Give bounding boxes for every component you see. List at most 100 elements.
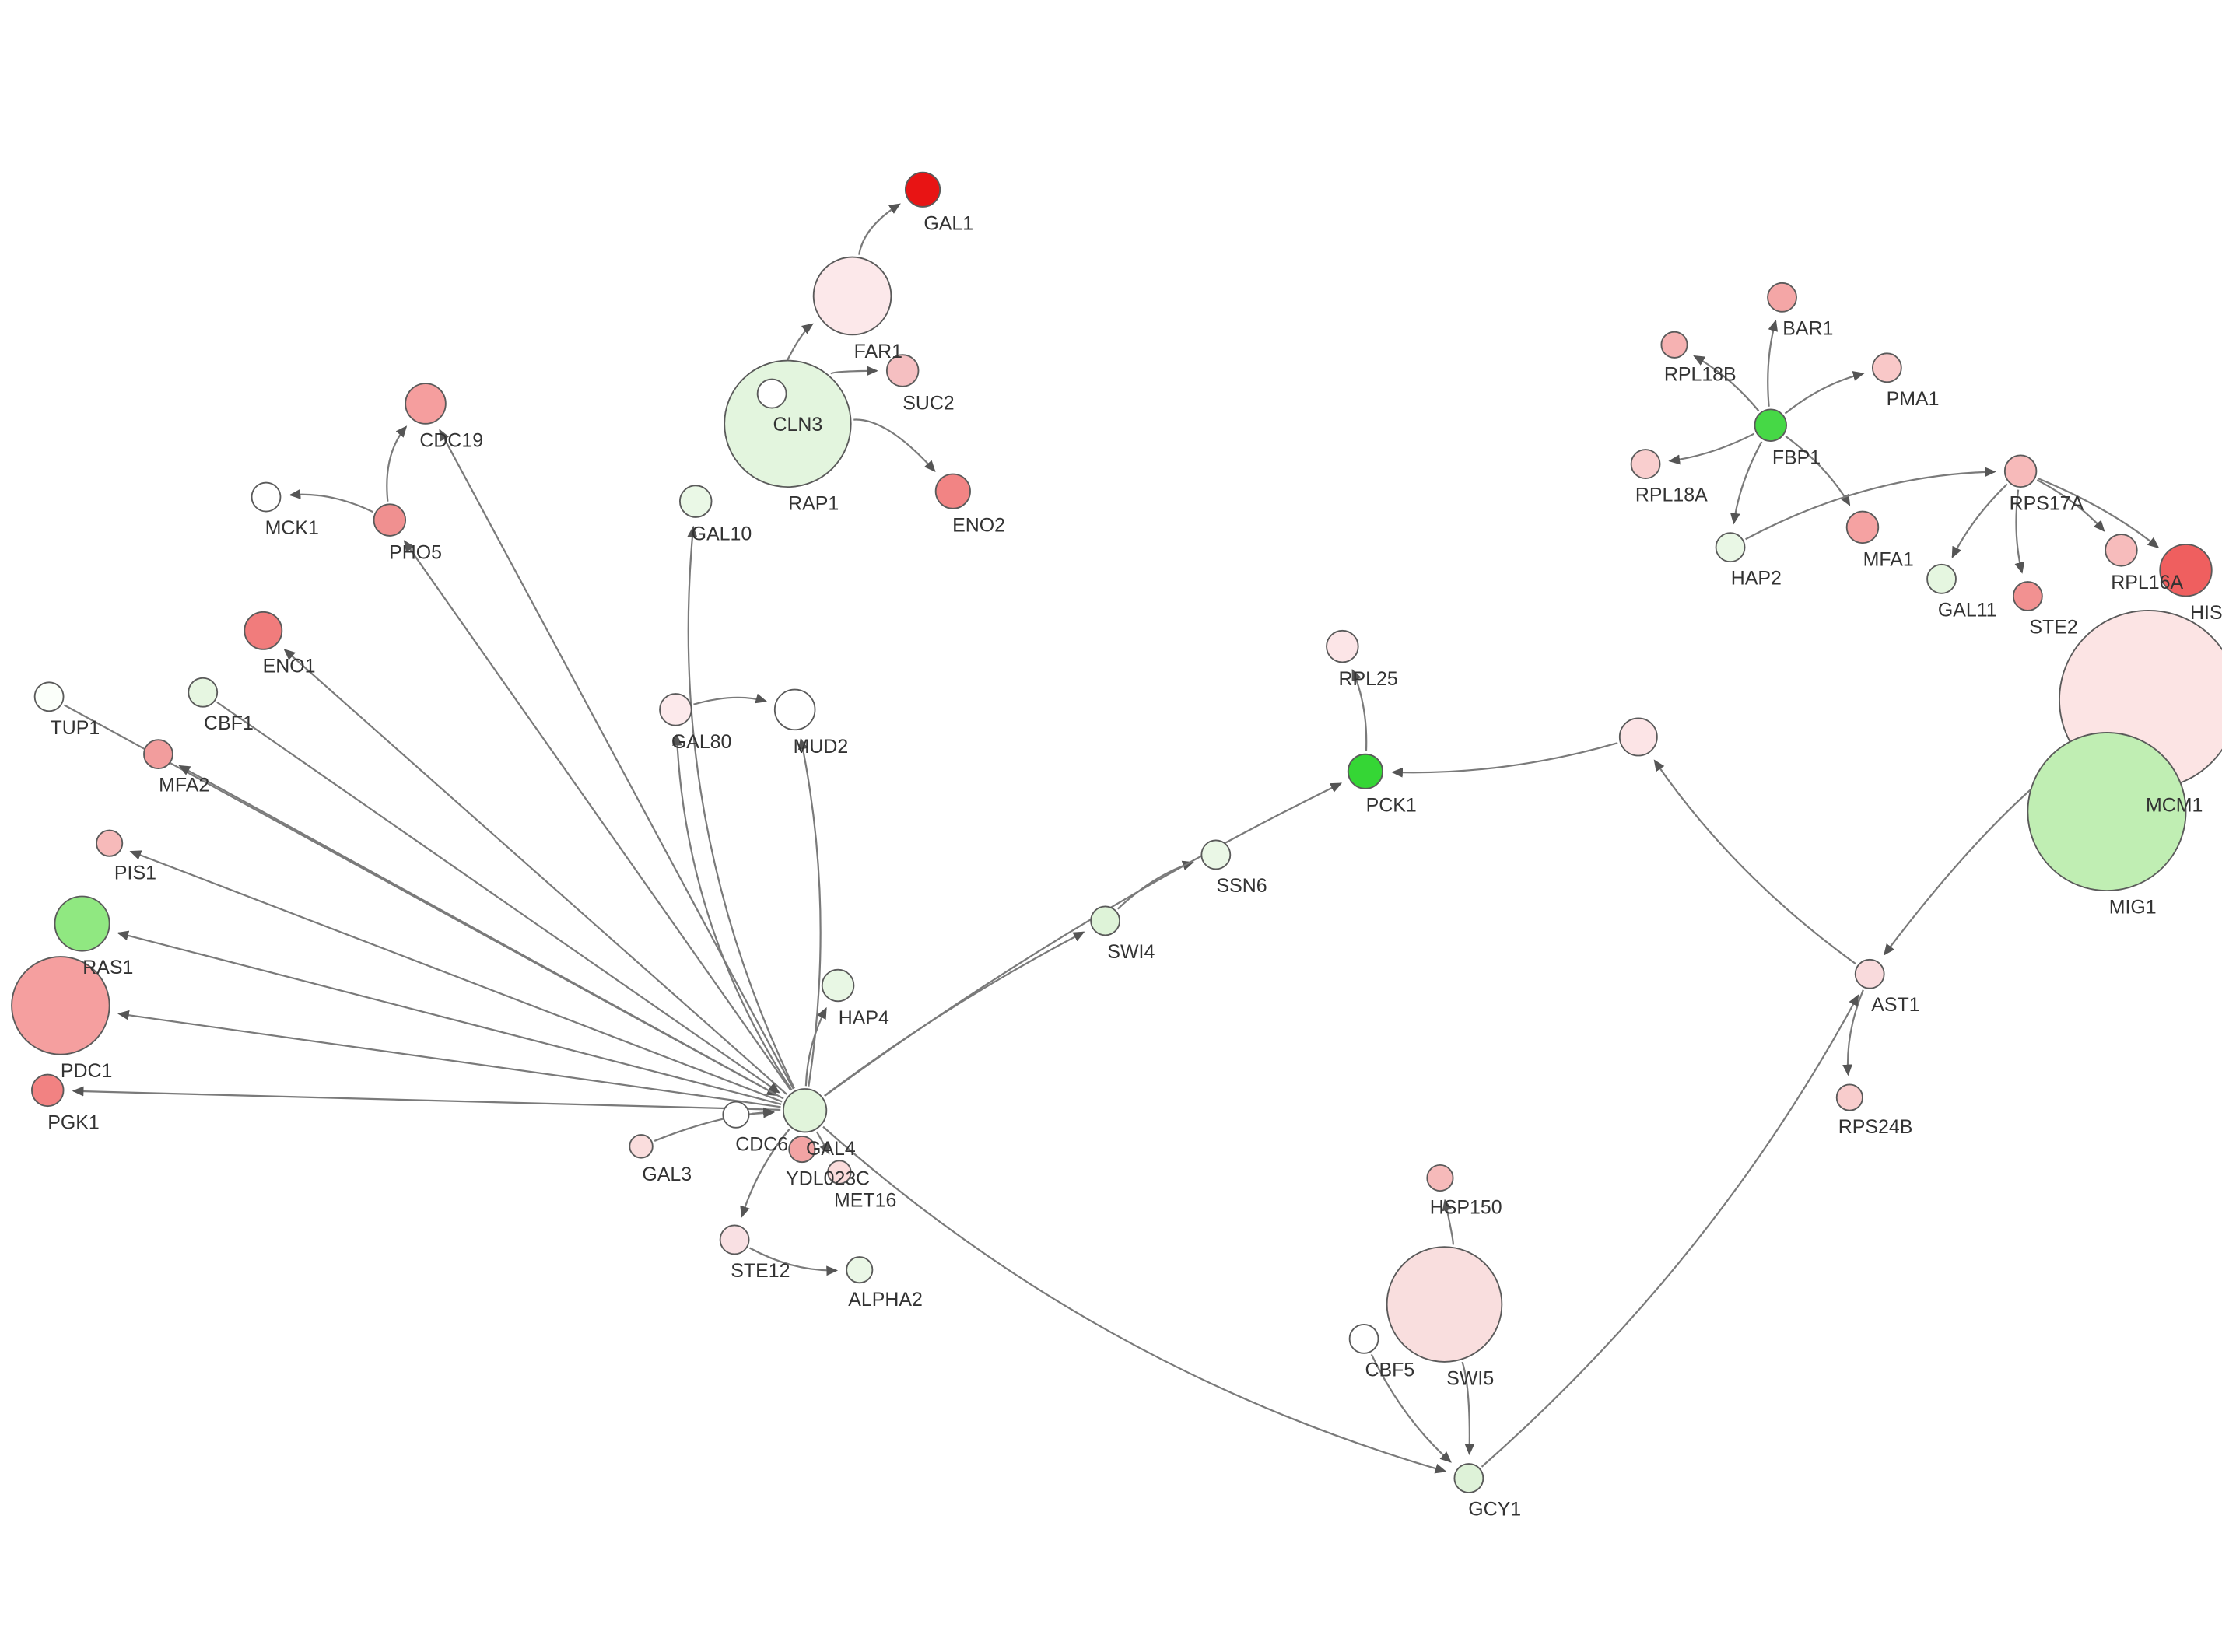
node-SWI4[interactable]: [1090, 905, 1121, 936]
node-RAS1[interactable]: [54, 895, 110, 952]
node-FAR1[interactable]: [812, 256, 892, 336]
node-STE12[interactable]: [719, 1224, 750, 1255]
node-ENO1[interactable]: [244, 611, 283, 650]
node-GAL3[interactable]: [629, 1134, 654, 1159]
edge-FBP1-MFA1[interactable]: [1785, 435, 1851, 506]
node-PCK1[interactable]: [1347, 753, 1383, 789]
node-SSN6[interactable]: [1200, 839, 1232, 870]
edge-RAP1-ENO2[interactable]: [853, 418, 936, 472]
edge-GAL4-ENO1[interactable]: [283, 649, 787, 1095]
node-MFA2[interactable]: [143, 739, 173, 770]
edge-PCK1-RPL25[interactable]: [1351, 668, 1368, 752]
edge-RPS17A-RPL16A[interactable]: [2036, 479, 2105, 532]
edge-GAL4-MUD2[interactable]: [797, 737, 822, 1087]
node-MIG1[interactable]: [2027, 732, 2187, 892]
node-RPS17A[interactable]: [2003, 454, 2038, 488]
edge-GAL4-RAS1[interactable]: [117, 930, 782, 1105]
edge-GAL4-CDC19[interactable]: [439, 429, 794, 1090]
node-ENO2[interactable]: [934, 473, 971, 509]
node-CBF5[interactable]: [1348, 1323, 1379, 1354]
node-SUC2[interactable]: [885, 354, 920, 387]
edge-GAL4-PCK1[interactable]: [824, 782, 1343, 1097]
node-RPL25[interactable]: [1326, 629, 1359, 663]
edge-STE12-ALPHA2[interactable]: [749, 1247, 839, 1276]
edge-AST1-UNNAMED1[interactable]: [1653, 759, 1856, 965]
node-STE2[interactable]: [2012, 581, 2043, 611]
edge-AST1-RPS24B[interactable]: [1842, 989, 1864, 1076]
edge-FBP1-RPL18A[interactable]: [1668, 432, 1754, 465]
edge-CDC6-GAL4[interactable]: [752, 1108, 775, 1118]
edge-PHO5-CDC19[interactable]: [386, 425, 408, 502]
edge-GAL4-HAP4[interactable]: [804, 1006, 827, 1087]
node-MUD2[interactable]: [773, 688, 816, 731]
node-HAP2[interactable]: [1715, 532, 1746, 563]
edge-GAL4-GAL10[interactable]: [687, 525, 795, 1089]
edge-GAL4-GAL80[interactable]: [672, 733, 793, 1091]
edge-GAL4-PHO5[interactable]: [403, 540, 792, 1091]
edge-RAP1-SUC2[interactable]: [830, 366, 878, 376]
node-PDC1[interactable]: [11, 956, 110, 1055]
edge-GAL4-PIS1[interactable]: [129, 850, 783, 1103]
node-RAP1[interactable]: [724, 359, 852, 488]
node-GAL4[interactable]: [782, 1088, 828, 1133]
node-AST1[interactable]: [1854, 958, 1885, 989]
node-RPL18A[interactable]: [1630, 449, 1661, 479]
edge-GAL4-MET16[interactable]: [815, 1131, 830, 1155]
edge-FBP1-PMA1[interactable]: [1784, 371, 1865, 415]
node-GAL11[interactable]: [1926, 563, 1957, 594]
node-CDC19[interactable]: [405, 383, 447, 425]
edge-GAL3-GAL4[interactable]: [654, 1107, 775, 1142]
node-FBP1[interactable]: [1754, 408, 1787, 442]
edge-GAL4-STE12[interactable]: [740, 1129, 790, 1218]
edge-GAL80-MUD2[interactable]: [693, 693, 768, 705]
edge-SWI5-GCY1[interactable]: [1461, 1361, 1475, 1455]
edge-CBF5-GCY1[interactable]: [1370, 1353, 1452, 1463]
node-UNNAMED1[interactable]: [1618, 717, 1658, 757]
node-GAL10[interactable]: [678, 485, 713, 518]
node-RPS24B[interactable]: [1835, 1083, 1863, 1111]
node-GAL80[interactable]: [659, 693, 692, 726]
edge-PHO5-MCK1[interactable]: [289, 488, 373, 513]
node-PGK1[interactable]: [31, 1073, 65, 1108]
node-HSP150[interactable]: [1426, 1164, 1454, 1192]
node-SWI5[interactable]: [1386, 1246, 1503, 1363]
edge-RPS17A-HIS4[interactable]: [2037, 477, 2160, 549]
node-TUP1[interactable]: [33, 681, 65, 712]
node-HIS4[interactable]: [2159, 544, 2213, 597]
node-PHO5[interactable]: [373, 503, 407, 537]
edge-GCY1-AST1[interactable]: [1481, 994, 1859, 1468]
edge-GAL4-GCY1[interactable]: [822, 1125, 1447, 1474]
edge-SWI4-SSN6[interactable]: [1116, 860, 1194, 910]
node-RPL18B[interactable]: [1660, 331, 1688, 359]
edge-RPS17A-STE2[interactable]: [2014, 489, 2025, 574]
edge-HAP2-RPS17A[interactable]: [1745, 467, 1996, 541]
node-MFA1[interactable]: [1845, 510, 1880, 544]
edge-CBF1-GAL4[interactable]: [216, 701, 780, 1094]
node-RPL16A[interactable]: [2105, 534, 2138, 567]
edge-GAL4-PGK1[interactable]: [72, 1086, 781, 1111]
edge-RPS17A-GAL11[interactable]: [1951, 483, 2008, 558]
edge-GAL4-MFA2[interactable]: [178, 765, 784, 1100]
edge-SWI5-HSP150[interactable]: [1442, 1199, 1454, 1245]
node-PIS1[interactable]: [96, 829, 124, 857]
node-MET16[interactable]: [827, 1160, 852, 1185]
edge-FBP1-RPL18B[interactable]: [1693, 355, 1760, 411]
edge-FBP1-BAR1[interactable]: [1767, 319, 1779, 407]
node-GCY1[interactable]: [1453, 1463, 1484, 1493]
edge-GAL4-SWI4[interactable]: [824, 931, 1085, 1097]
edge-FBP1-HAP2[interactable]: [1730, 441, 1763, 525]
node-CLN3[interactable]: [756, 378, 787, 409]
node-HAP4[interactable]: [821, 968, 855, 1003]
edge-FAR1-GAL1[interactable]: [858, 203, 901, 255]
edge-UNNAMED1-PCK1[interactable]: [1391, 742, 1618, 778]
edge-GAL4-PDC1[interactable]: [117, 1010, 781, 1108]
node-MCK1[interactable]: [251, 481, 282, 513]
node-BAR1[interactable]: [1767, 282, 1797, 313]
node-PMA1[interactable]: [1871, 352, 1902, 383]
node-CBF1[interactable]: [188, 677, 219, 708]
node-ALPHA2[interactable]: [846, 1256, 874, 1284]
node-GAL1[interactable]: [904, 171, 941, 208]
node-YDL023C[interactable]: [788, 1136, 816, 1164]
node-CDC6[interactable]: [722, 1101, 750, 1129]
